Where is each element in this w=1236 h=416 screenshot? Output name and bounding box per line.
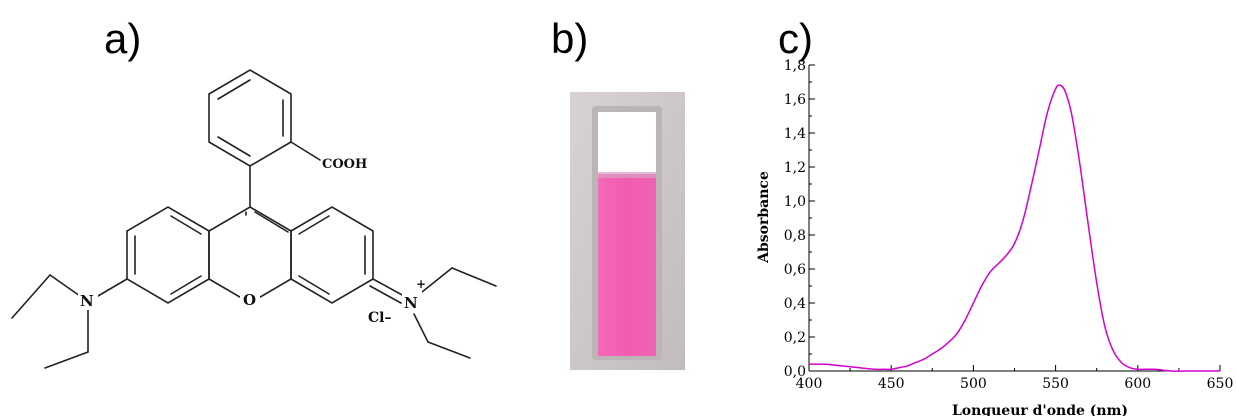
- absorbance-chart: 400 450 500 550 600 650 0,0 0,2 0,4 0,6 0,8 1,0 1,2 1…: [756, 58, 1234, 416]
- y-tick-label-9: 1,8: [784, 58, 806, 74]
- left-nitrogen-label: N: [80, 292, 94, 310]
- right-ethyl-1a: [421, 267, 453, 293]
- cuvette-photo: [570, 92, 685, 370]
- right-ring-double-1: [298, 215, 330, 235]
- y-tick-label-5: 1,0: [784, 194, 806, 210]
- cooh-bond: [290, 141, 321, 161]
- x-tick-label-400: 400: [796, 376, 823, 392]
- charge-label: +: [416, 277, 426, 291]
- benzene-ring-top: [208, 69, 292, 167]
- right-ethyl-1b: [451, 267, 497, 287]
- molecule-structure: COOH O N N + Cl–: [11, 69, 497, 369]
- x-tick-label-550: 550: [1042, 376, 1069, 392]
- meniscus: [598, 172, 656, 178]
- oxygen-label: O: [243, 291, 256, 309]
- left-ethyl-1b: [11, 274, 51, 319]
- x-tick-label-500: 500: [960, 376, 987, 392]
- cuvette-solution: [598, 174, 656, 356]
- left-ring: [126, 206, 210, 304]
- y-tick-label-0: 0,0: [784, 364, 806, 380]
- right-ethyl-2a: [413, 313, 429, 343]
- y-tick-label-8: 1,6: [784, 92, 806, 108]
- y-axis-label: Absorbance: [756, 171, 772, 264]
- right-n-bond-2: [369, 285, 402, 304]
- panel-label-c: c): [778, 15, 813, 62]
- left-ethyl-2b: [44, 351, 89, 369]
- chart-axes: 400 450 500 550 600 650 0,0 0,2 0,4 0,6 0,8 1,0 1,2 1…: [784, 58, 1234, 392]
- panel-label-b: b): [551, 15, 589, 62]
- series-line-absorbance: [808, 84, 1220, 372]
- y-tick-label-7: 1,4: [784, 126, 806, 142]
- right-ring: [290, 206, 374, 304]
- cuvette-glass: [598, 112, 656, 178]
- central-ring-double-2: [254, 211, 289, 233]
- x-tick-label-600: 600: [1124, 376, 1151, 392]
- right-nitrogen-label: N: [404, 294, 418, 312]
- right-ring-double-3: [298, 275, 330, 295]
- chloride-label: Cl–: [368, 310, 391, 326]
- panel-label-a: a): [104, 15, 142, 62]
- y-tick-label-6: 1,2: [784, 160, 806, 176]
- y-tick-label-3: 0,6: [784, 262, 806, 278]
- y-tick-label-2: 0,4: [784, 296, 806, 312]
- y-tick-label-1: 0,2: [784, 330, 806, 346]
- left-ethyl-1a: [49, 274, 81, 297]
- left-n-bond: [97, 278, 128, 297]
- right-n-bond-1: [372, 278, 405, 297]
- left-ring-double-1: [170, 215, 202, 235]
- right-ethyl-2b: [427, 341, 471, 359]
- x-axis-label: Longueur d'onde (nm): [952, 403, 1128, 416]
- benzene-ring-top-double-1: [217, 79, 251, 100]
- benzene-ring-top-double-3: [217, 136, 251, 157]
- x-tick-label-450: 450: [878, 376, 905, 392]
- left-ring-double-3: [170, 275, 202, 295]
- y-tick-label-4: 0,8: [784, 228, 806, 244]
- cooh-label: COOH: [322, 157, 367, 172]
- x-tick-label-650: 650: [1207, 376, 1234, 392]
